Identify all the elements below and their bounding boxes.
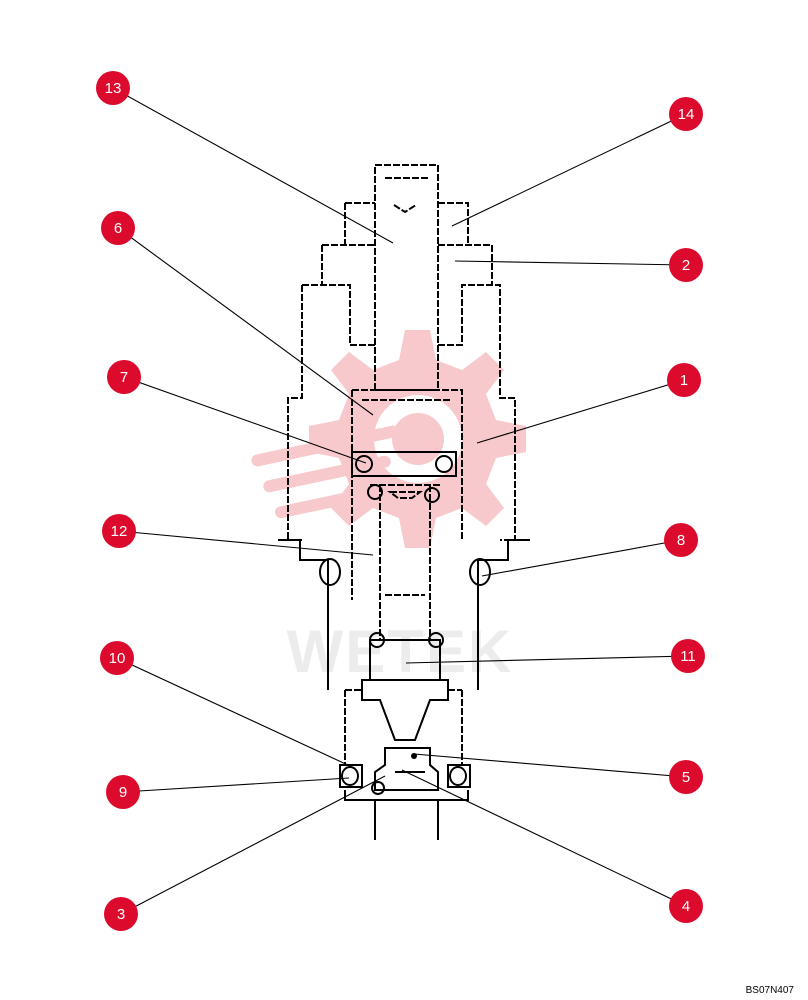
svg-text:8: 8: [677, 532, 685, 549]
svg-text:5: 5: [682, 769, 690, 786]
o-ring-8-right: [469, 558, 491, 586]
seat: [374, 747, 439, 791]
poppet: [361, 639, 449, 741]
lock-nut: [344, 202, 469, 245]
svg-text:13: 13: [105, 80, 122, 97]
ball-upper-left: [367, 484, 383, 500]
reference-code: BS07N407: [745, 985, 794, 996]
ball-lower-right: [428, 632, 444, 648]
leader-5: [413, 753, 687, 778]
backup-ring-left: [339, 764, 363, 788]
callout-2: 2: [669, 248, 703, 282]
leader-6: [117, 227, 374, 416]
body-bottom: [344, 790, 469, 840]
ball-upper-right: [424, 487, 440, 503]
body-flange: [278, 539, 530, 690]
callout-7: 7: [107, 360, 141, 394]
callout-5: 5: [669, 760, 703, 794]
leader-7: [123, 376, 367, 464]
callout-14: 14: [669, 97, 703, 131]
leader-12: [118, 530, 374, 556]
leader-3: [120, 775, 386, 915]
leader-2: [454, 260, 687, 266]
svg-text:14: 14: [678, 106, 695, 123]
callout-4: 4: [669, 889, 703, 923]
leader-lines: [112, 87, 689, 915]
backup-ring-right: [447, 764, 471, 788]
svg-text:6: 6: [114, 220, 122, 237]
callouts: 13 14 6 2 7 1 12 8 10 11 9 5 3 4: [96, 71, 705, 931]
svg-text:11: 11: [680, 648, 696, 665]
callout-13: 13: [96, 71, 130, 105]
svg-text:4: 4: [682, 898, 690, 915]
svg-text:10: 10: [109, 650, 126, 667]
callout-6: 6: [101, 211, 135, 245]
svg-text:2: 2: [682, 257, 690, 274]
watermark-gear-icon: [251, 330, 526, 548]
callout-11: 11: [671, 639, 705, 673]
callout-9: 9: [106, 775, 140, 809]
svg-text:12: 12: [111, 523, 128, 540]
leader-11: [405, 655, 689, 664]
callout-10: 10: [100, 641, 134, 675]
watermark: WETEK: [251, 330, 526, 685]
callout-1: 1: [667, 363, 701, 397]
sleeve: [344, 689, 463, 765]
leader-10: [116, 657, 351, 767]
plug: [321, 244, 493, 285]
svg-text:9: 9: [119, 784, 127, 801]
callout-3: 3: [104, 897, 138, 931]
callout-12: 12: [102, 514, 136, 548]
leader-14: [451, 113, 687, 227]
o-ring-7: [351, 451, 457, 477]
ball-lower-left: [369, 632, 385, 648]
o-ring-9-left: [341, 766, 359, 786]
leader-13: [112, 87, 394, 244]
leader-1: [476, 379, 685, 444]
callout-8: 8: [664, 523, 698, 557]
o-ring-8-left: [319, 558, 341, 586]
watermark-text: WETEK: [287, 618, 514, 685]
ball-seat-left: [371, 781, 385, 795]
leader-8: [481, 539, 682, 577]
piston-spring: [370, 484, 440, 640]
o-ring-9-right: [449, 766, 467, 786]
spring-housing: [351, 389, 463, 600]
svg-text:1: 1: [680, 372, 688, 389]
svg-text:7: 7: [120, 369, 128, 386]
leader-4: [401, 769, 687, 907]
svg-text:3: 3: [117, 906, 125, 923]
valve-drawing: [278, 164, 530, 840]
leader-9: [122, 777, 350, 793]
